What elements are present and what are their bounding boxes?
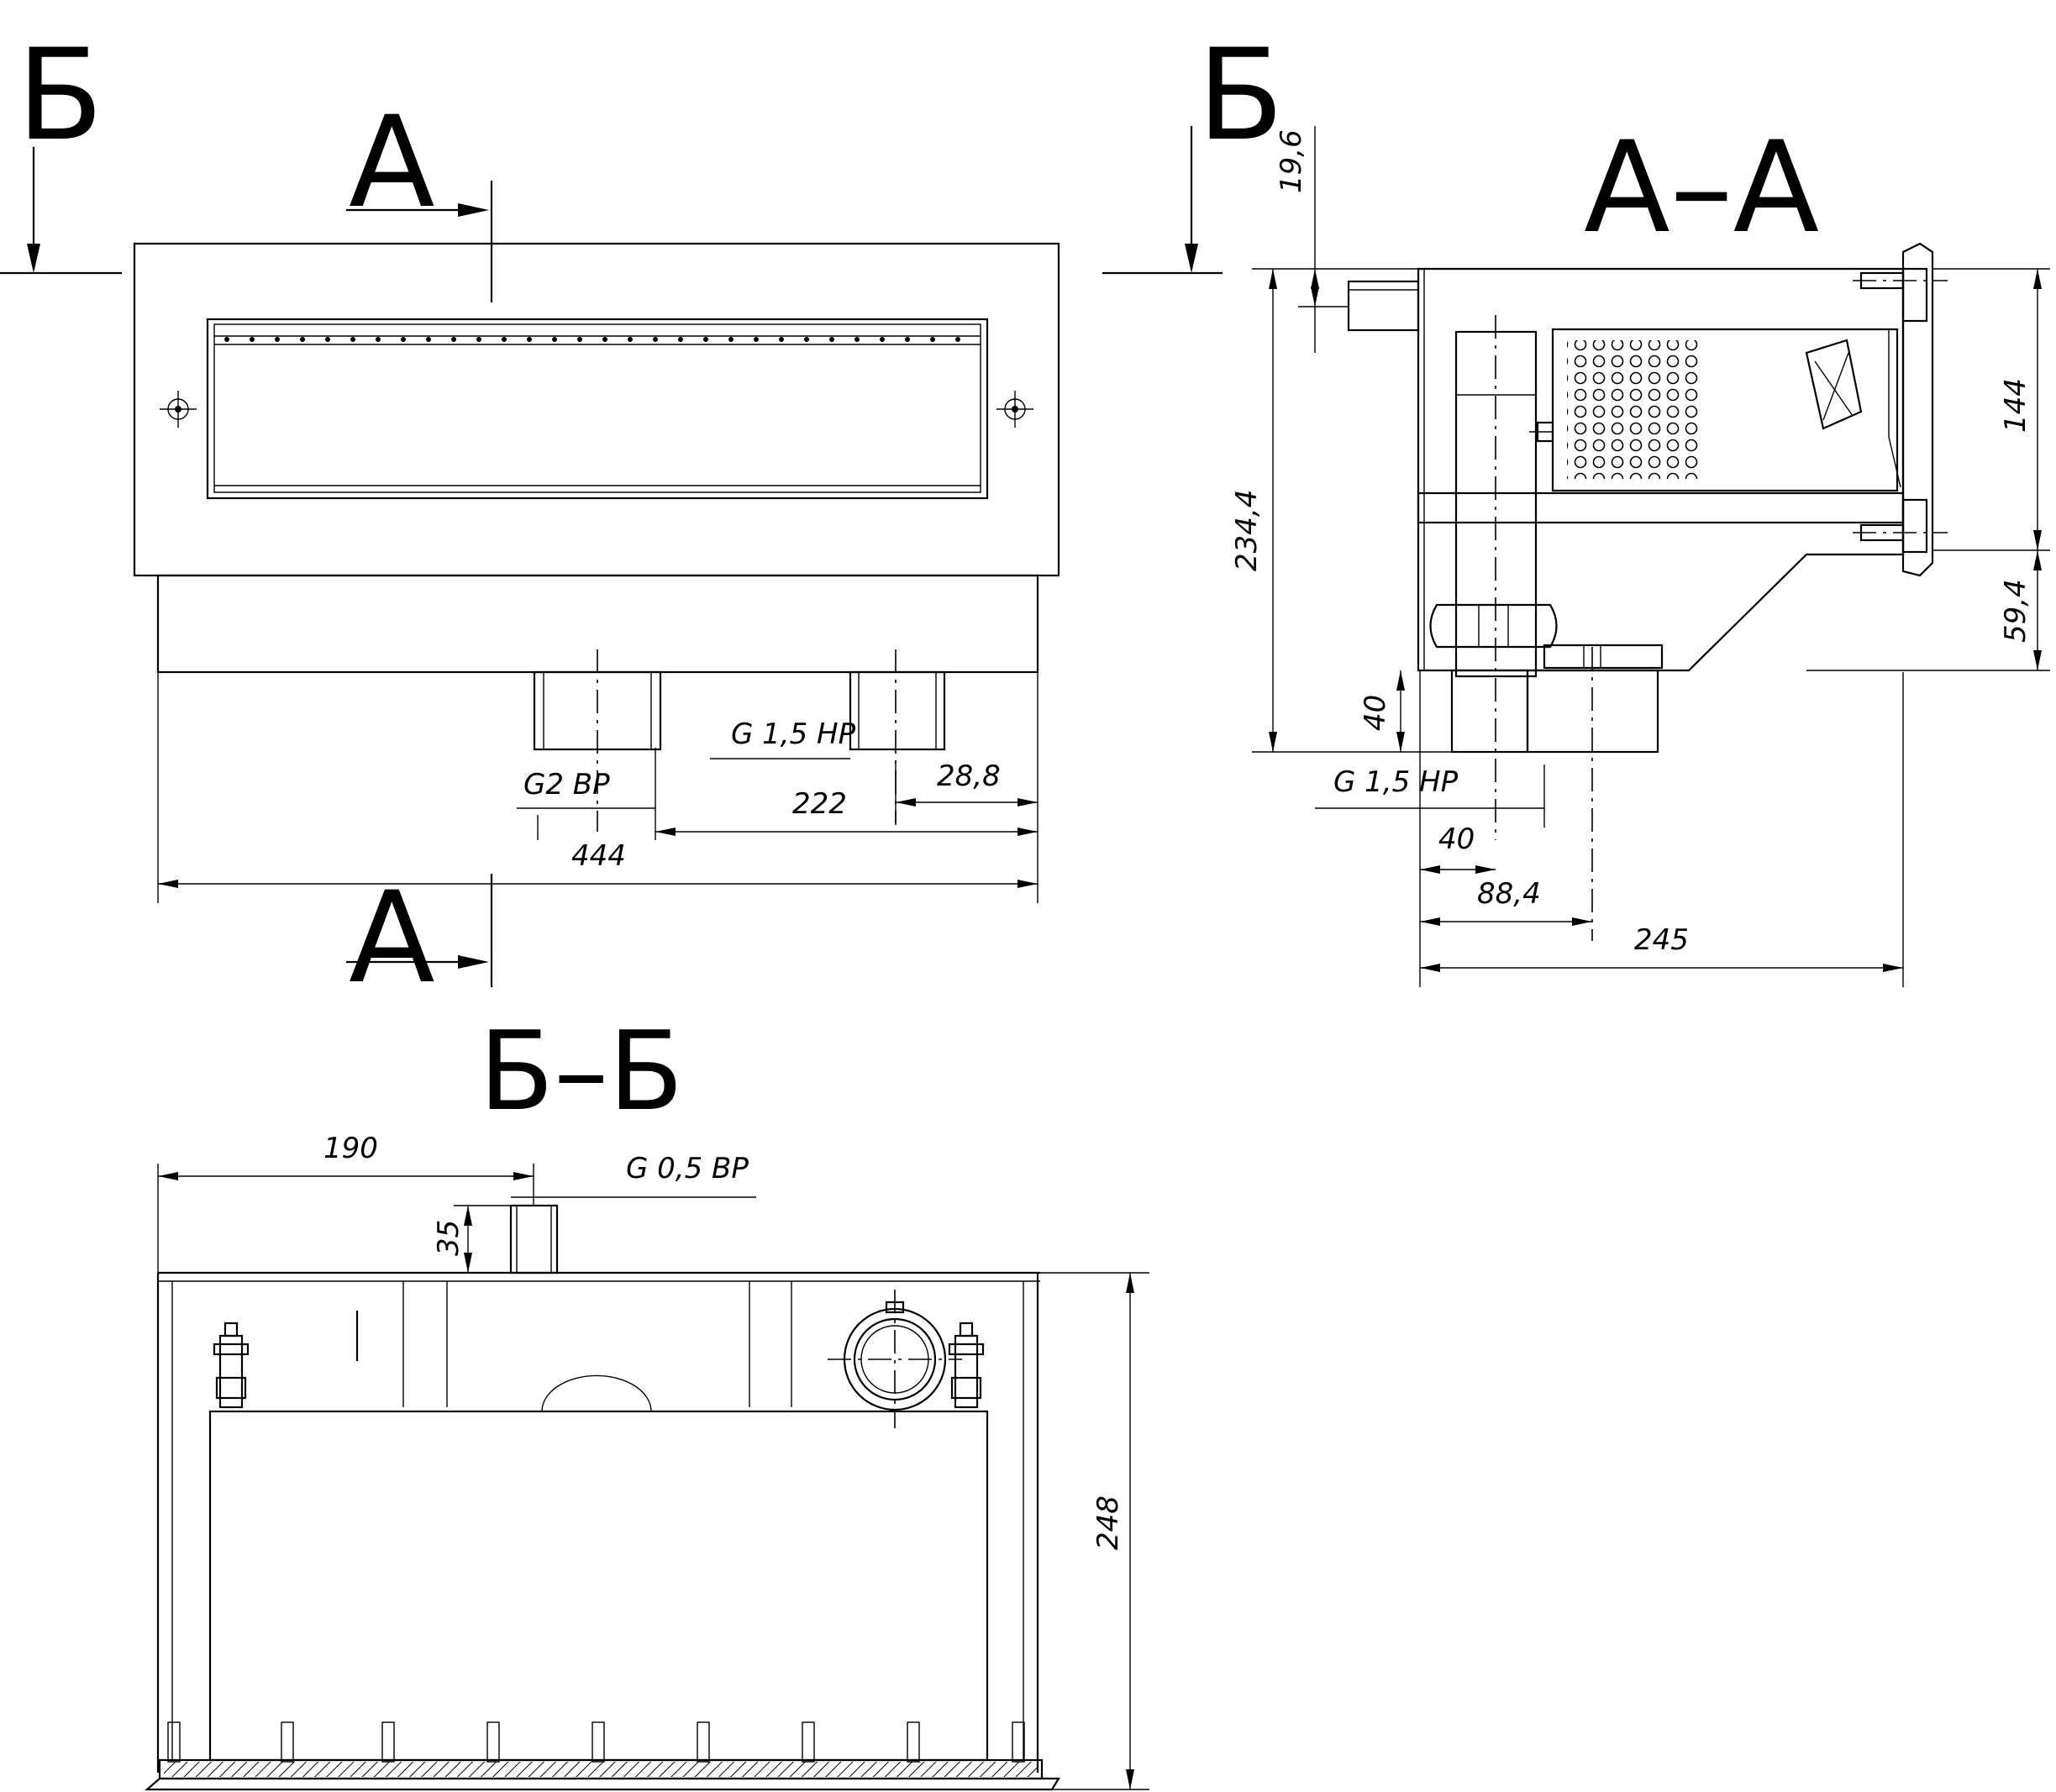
- dimension-arrow: [2033, 650, 2042, 670]
- dimension-arrow: [513, 1172, 534, 1180]
- svg-text:G 1,5 НР: G 1,5 НР: [1333, 765, 1459, 799]
- svg-text:444: 444: [571, 839, 626, 873]
- dimension-arrow: [1396, 732, 1405, 752]
- svg-text:G 0,5 ВР: G 0,5 ВР: [626, 1152, 749, 1185]
- svg-text:Б–Б: Б–Б: [479, 1007, 683, 1135]
- section-mark-a-top: А: [346, 90, 493, 302]
- svg-text:59,4: 59,4: [1999, 579, 2032, 643]
- dimension-arrow: [158, 880, 178, 888]
- svg-text:245: 245: [1634, 923, 1689, 957]
- bolt-icon: [948, 1322, 985, 1409]
- dimension-arrow: [1017, 828, 1038, 836]
- dimension-arrow: [1311, 269, 1319, 289]
- dimension-arrow: [1475, 865, 1496, 874]
- bolt-icon: [213, 1322, 250, 1409]
- dimension-arrow: [1269, 269, 1277, 289]
- svg-text:А: А: [349, 90, 435, 236]
- dimension-arrow: [1017, 798, 1038, 807]
- dimension-arrow: [464, 1206, 472, 1226]
- dimension-arrow: [1420, 917, 1440, 926]
- svg-text:G2 ВР: G2 ВР: [523, 768, 610, 801]
- front-view: G 1,5 НР G2 ВР 28,8 222 444: [133, 242, 1060, 903]
- dimension-arrow: [158, 1172, 178, 1180]
- svg-text:190: 190: [323, 1132, 378, 1165]
- dimension-arrow: [2033, 550, 2042, 570]
- svg-text:А: А: [349, 865, 435, 1012]
- dimension-arrow: [464, 1253, 472, 1273]
- section-mark-b-right: Б: [1102, 23, 1284, 275]
- svg-text:144: 144: [1999, 378, 2032, 433]
- dimension-arrow: [1269, 732, 1277, 752]
- svg-text:Б: Б: [1197, 23, 1284, 169]
- dimension-arrow: [1126, 1769, 1134, 1789]
- section-b-view: Б–Б: [145, 1007, 1149, 1791]
- screw-icon: [996, 391, 1033, 428]
- dimension-arrow: [896, 798, 916, 807]
- svg-text:88,4: 88,4: [1477, 877, 1541, 911]
- svg-text:248: 248: [1091, 1495, 1125, 1550]
- svg-text:Б: Б: [17, 23, 103, 169]
- section-mark-b-left: Б: [0, 23, 122, 275]
- dimension-arrow: [2033, 269, 2042, 289]
- dimension-arrow: [1311, 286, 1319, 307]
- svg-text:222: 222: [792, 787, 847, 821]
- dimension-arrow: [2033, 530, 2042, 550]
- svg-text:19,6: 19,6: [1275, 129, 1308, 193]
- dimension-arrow: [1017, 880, 1038, 888]
- svg-text:35: 35: [432, 1220, 465, 1256]
- section-a-view: А–А: [1230, 115, 2050, 987]
- dimension-arrow: [1396, 670, 1405, 691]
- dimension-arrow: [1420, 964, 1440, 972]
- weir-teeth: [224, 337, 960, 342]
- svg-text:G 1,5 НР: G 1,5 НР: [731, 717, 856, 751]
- screw-icon: [160, 391, 197, 428]
- pipe-ring-icon: [828, 1290, 962, 1428]
- svg-text:234,4: 234,4: [1230, 490, 1264, 571]
- svg-text:А–А: А–А: [1584, 115, 1819, 261]
- svg-text:40: 40: [1438, 822, 1475, 856]
- section-mark-a-bottom: А: [346, 865, 493, 1012]
- svg-text:28,8: 28,8: [937, 759, 1001, 793]
- dimension-arrow: [1572, 917, 1592, 926]
- perforated-basket: [1567, 340, 1701, 479]
- dimension-arrow: [1883, 964, 1903, 972]
- dimension-arrow: [1126, 1273, 1134, 1293]
- svg-text:40: 40: [1359, 695, 1392, 731]
- dimension-arrow: [655, 828, 676, 836]
- dimension-arrow: [1420, 865, 1440, 874]
